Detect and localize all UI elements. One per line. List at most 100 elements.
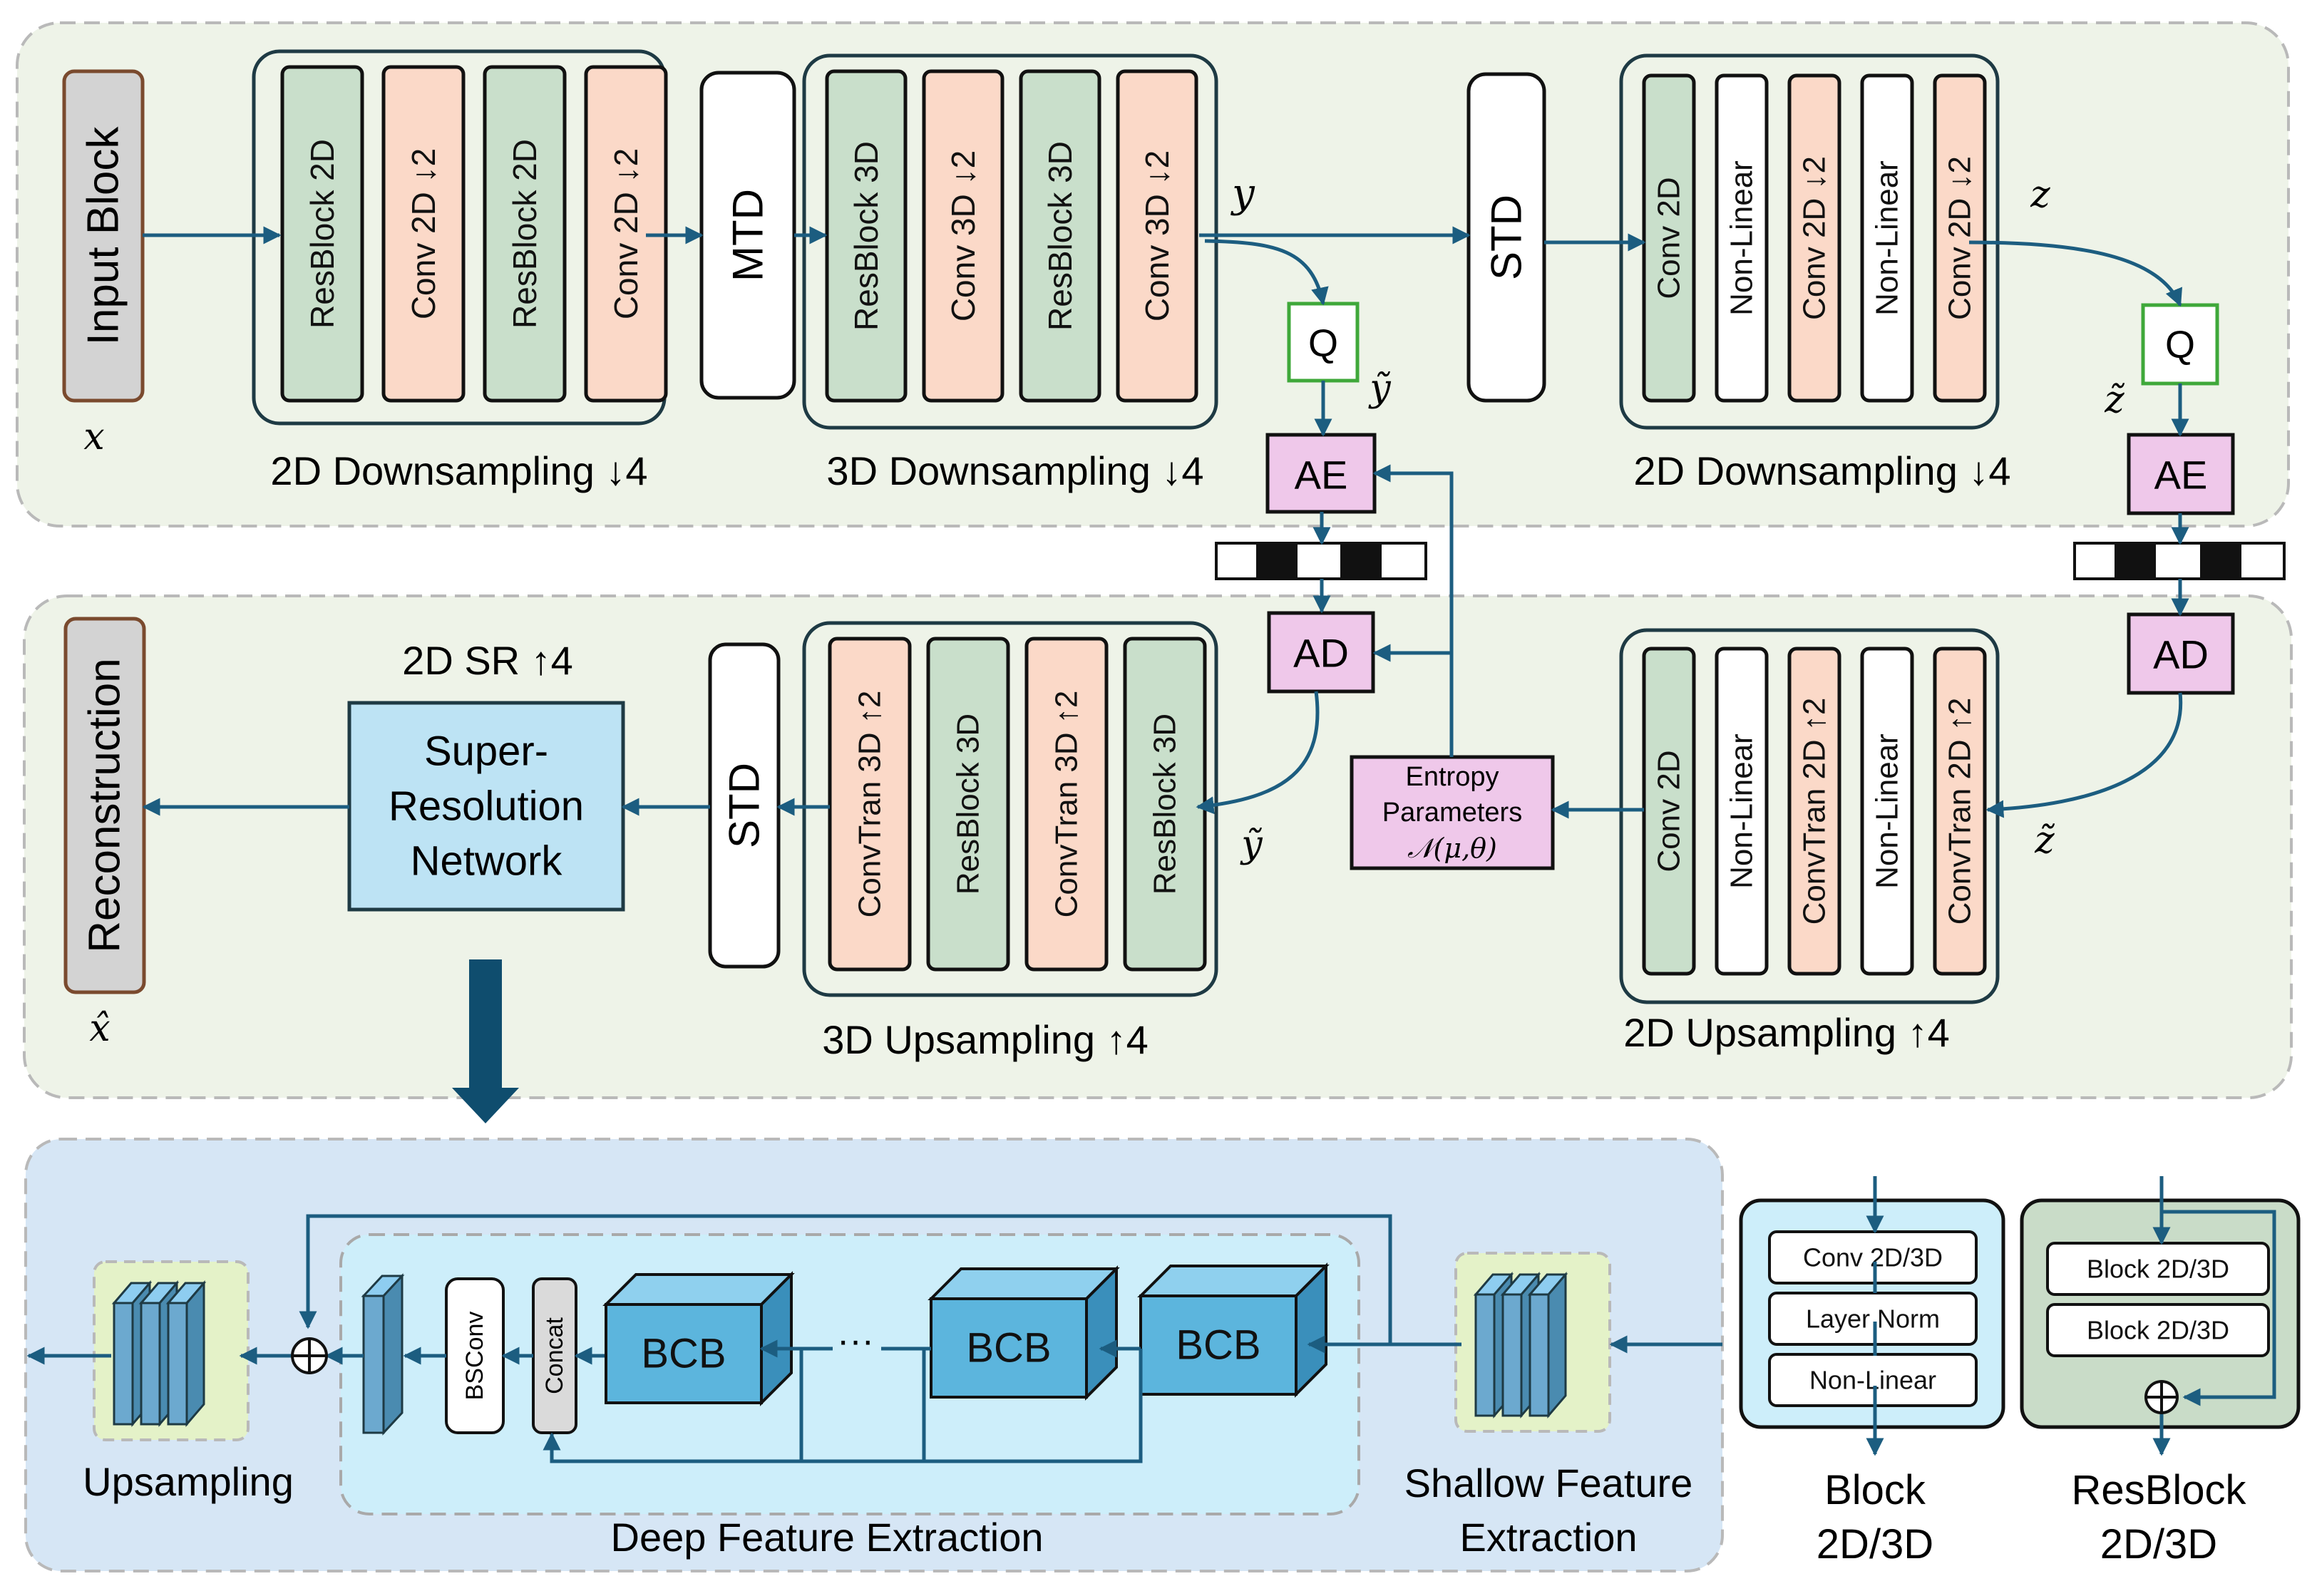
sr-line-2: Resolution bbox=[389, 783, 584, 830]
ae2-block bbox=[2127, 433, 2235, 515]
down2d-a-block-2-label: Conv 2D ↓2 bbox=[405, 148, 442, 319]
q1-label: Q bbox=[1308, 322, 1338, 365]
down2d-a-block-4-label: Conv 2D ↓2 bbox=[607, 148, 644, 319]
down3d-block-4-label: Conv 3D ↓2 bbox=[1139, 150, 1176, 321]
up3d-block-3-convtran-3d-2 bbox=[1024, 637, 1109, 972]
bitstream-1 bbox=[1215, 542, 1427, 580]
legend-resblock-item-2-label: Block 2D/3D bbox=[2087, 1316, 2229, 1345]
down2d-b-block-1-label: Conv 2D bbox=[1652, 177, 1687, 299]
up3d-caption: 3D Upsampling ↑4 bbox=[822, 1017, 1149, 1062]
shallow-slab-2-face bbox=[1501, 1293, 1523, 1417]
up3d-block-1-label: ConvTran 3D ↑2 bbox=[853, 691, 888, 918]
down2d-b-block-3-conv-2d-2 bbox=[1787, 73, 1841, 403]
legend-block-item-3 bbox=[1768, 1353, 1978, 1407]
std-mid-label: STD bbox=[721, 763, 769, 848]
up2d-block-5-label: ConvTran 2D ↑2 bbox=[1943, 698, 1978, 925]
bcb-2-top bbox=[928, 1267, 1120, 1300]
entropy-line-1: Entropy bbox=[1406, 762, 1499, 792]
down2d-b-block-4-label: Non-Linear bbox=[1870, 160, 1905, 316]
q2-label: Q bbox=[2165, 324, 2195, 366]
q2-block bbox=[2141, 303, 2219, 386]
bcb-2-label: BCB bbox=[966, 1325, 1051, 1371]
entropy-line-2: Parameters bbox=[1382, 798, 1522, 828]
z-label: z bbox=[2030, 173, 2050, 216]
ad2-block bbox=[2127, 612, 2235, 695]
legend-block-item-3-label: Non-Linear bbox=[1809, 1366, 1936, 1395]
up3d-block-2-label: ResBlock 3D bbox=[951, 714, 986, 895]
bottom-connectors bbox=[26, 1214, 1722, 1463]
ad2-label: AD bbox=[2153, 632, 2209, 677]
ae2-label: AE bbox=[2154, 453, 2208, 498]
bcb-1-face bbox=[605, 1303, 763, 1404]
shallow-feature-stack bbox=[1454, 1252, 1611, 1433]
legend-block-caption-2: 2D/3D bbox=[1817, 1521, 1933, 1567]
upsampling-slab-3-face bbox=[167, 1302, 188, 1426]
legend-plus bbox=[2144, 1380, 2179, 1414]
down3d-block-3-resblock-3d bbox=[1019, 69, 1101, 403]
shallow-slab-1-face bbox=[1474, 1293, 1496, 1417]
upsampling-caption: Upsampling bbox=[83, 1459, 294, 1504]
legend-resblock-caption-2: 2D/3D bbox=[2100, 1521, 2217, 1567]
up2d-block-3-convtran-2d-2 bbox=[1787, 647, 1841, 976]
connectors bbox=[142, 226, 2189, 819]
sr-line-1: Super- bbox=[424, 729, 548, 775]
shallow-slab-3-side bbox=[1547, 1271, 1567, 1419]
bcb-1-top bbox=[602, 1273, 795, 1306]
up3d-block-4-label: ResBlock 3D bbox=[1148, 714, 1183, 895]
down2d-b-block-3-label: Conv 2D ↓2 bbox=[1797, 156, 1832, 320]
x-label: x bbox=[83, 416, 104, 458]
q1-block bbox=[1287, 302, 1360, 383]
legend-resblock-caption-1: ResBlock bbox=[2072, 1467, 2247, 1513]
legend-connectors bbox=[1866, 1176, 2276, 1456]
bitstream-2 bbox=[2073, 542, 2286, 580]
down2d-a-block-3-label: ResBlock 2D bbox=[506, 139, 543, 329]
expand-down-arrow bbox=[452, 959, 519, 1123]
legend-resblock-item-1-label: Block 2D/3D bbox=[2087, 1255, 2229, 1284]
reconstruction-label: Reconstruction bbox=[81, 658, 130, 953]
legend-block-item-2-label: Layer Norm bbox=[1806, 1304, 1940, 1334]
down3d-block-3-label: ResBlock 3D bbox=[1042, 141, 1079, 331]
down2d-a-block-3-resblock-2d bbox=[483, 65, 567, 403]
output-slab bbox=[361, 1273, 405, 1436]
up2d-block-5-convtran-2d-2 bbox=[1933, 647, 1987, 976]
y-tilde-2-label: ỹ bbox=[1240, 823, 1263, 866]
up3d-block-1-convtran-3d-2 bbox=[828, 637, 912, 972]
up2d-block-2-non-linear bbox=[1715, 647, 1769, 976]
up2d-block-1-label: Conv 2D bbox=[1652, 750, 1687, 872]
input-block-label: Input Block bbox=[79, 126, 128, 346]
down2d-b-block-5-label: Conv 2D ↓2 bbox=[1943, 156, 1978, 320]
dots-label: ··· bbox=[837, 1320, 874, 1361]
shallow-caption-2: Extraction bbox=[1460, 1515, 1638, 1560]
down2d-b-block-5-conv-2d-2 bbox=[1933, 73, 1987, 403]
down3d-block-2-conv-3d-2 bbox=[922, 69, 1005, 403]
down3d-block-2-label: Conv 3D ↓2 bbox=[945, 150, 982, 321]
residual-plus bbox=[291, 1337, 328, 1374]
upsampling-slab-1-face bbox=[113, 1302, 134, 1426]
y-tilde-label: ỹ bbox=[1368, 367, 1391, 410]
up2d-block-4-label: Non-Linear bbox=[1870, 733, 1905, 889]
bcb-3-top bbox=[1137, 1265, 1330, 1297]
sr-network-block bbox=[347, 701, 625, 912]
down3d-block-4-conv-3d-2 bbox=[1116, 69, 1198, 403]
std-top-label: STD bbox=[1483, 195, 1531, 280]
deep-caption: Deep Feature Extraction bbox=[611, 1515, 1044, 1560]
z-tilde-2-label: z̃ bbox=[2034, 819, 2055, 862]
down2d-b-block-4-non-linear bbox=[1860, 73, 1914, 403]
up2d-block-4-non-linear bbox=[1860, 647, 1914, 976]
legend-block-item-1-label: Conv 2D/3D bbox=[1803, 1243, 1943, 1272]
down3d-caption: 3D Downsampling ↓4 bbox=[826, 448, 1203, 493]
upsampling-stack bbox=[93, 1260, 250, 1441]
down3d-block-1-label: ResBlock 3D bbox=[848, 141, 885, 331]
up2d-caption: 2D Upsampling ↑4 bbox=[1623, 1010, 1950, 1055]
ae1-label: AE bbox=[1295, 453, 1348, 498]
ad1-label: AD bbox=[1293, 631, 1349, 676]
bcb-3-face bbox=[1139, 1294, 1298, 1396]
legend-block-item-2 bbox=[1768, 1292, 1978, 1346]
z-tilde-label: z̃ bbox=[2104, 379, 2125, 421]
down2d-a-block-1-resblock-2d bbox=[280, 65, 364, 403]
down2d-a-caption: 2D Downsampling ↓4 bbox=[270, 448, 647, 493]
sr-line-3: Network bbox=[411, 838, 563, 885]
down2d-a-block-2-conv-2d-2 bbox=[381, 65, 466, 403]
up3d-group bbox=[802, 621, 1218, 997]
up2d-block-2-label: Non-Linear bbox=[1725, 733, 1759, 889]
